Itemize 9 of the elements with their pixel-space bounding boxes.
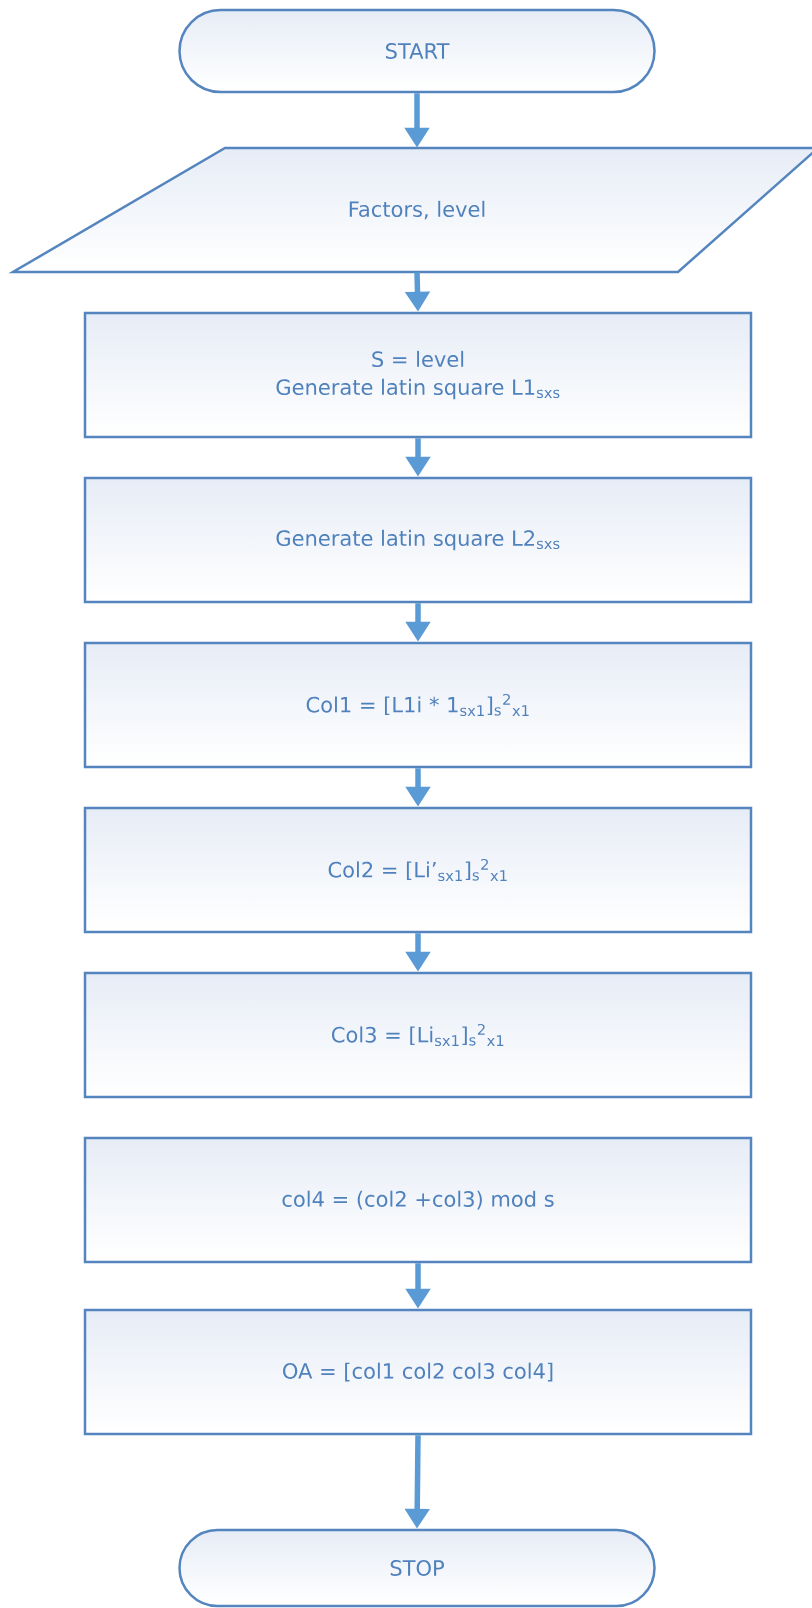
- process-box: Col2 = [Li’$_{sx1}$]$_{s}$2x1: [83, 806, 753, 934]
- terminal-oval: START: [178, 8, 656, 94]
- process-box: S = level Generate latin square L1$_{sxs}$: [83, 311, 753, 439]
- process-box: Col3 = [Li$_{sx1}$]$_{s}$2x1: [83, 971, 753, 1099]
- process-box: Col1 = [L1i * 1$_{sx1}$]$_{s}$2x1: [83, 641, 753, 769]
- process-box: col4 = (col2 +col3) mod s: [83, 1136, 753, 1264]
- process-box: OA = [col1 col2 col3 col4]: [83, 1308, 753, 1436]
- process-box: Generate latin square L2$_{sxs}$: [83, 476, 753, 604]
- terminal-oval: STOP: [178, 1528, 656, 1608]
